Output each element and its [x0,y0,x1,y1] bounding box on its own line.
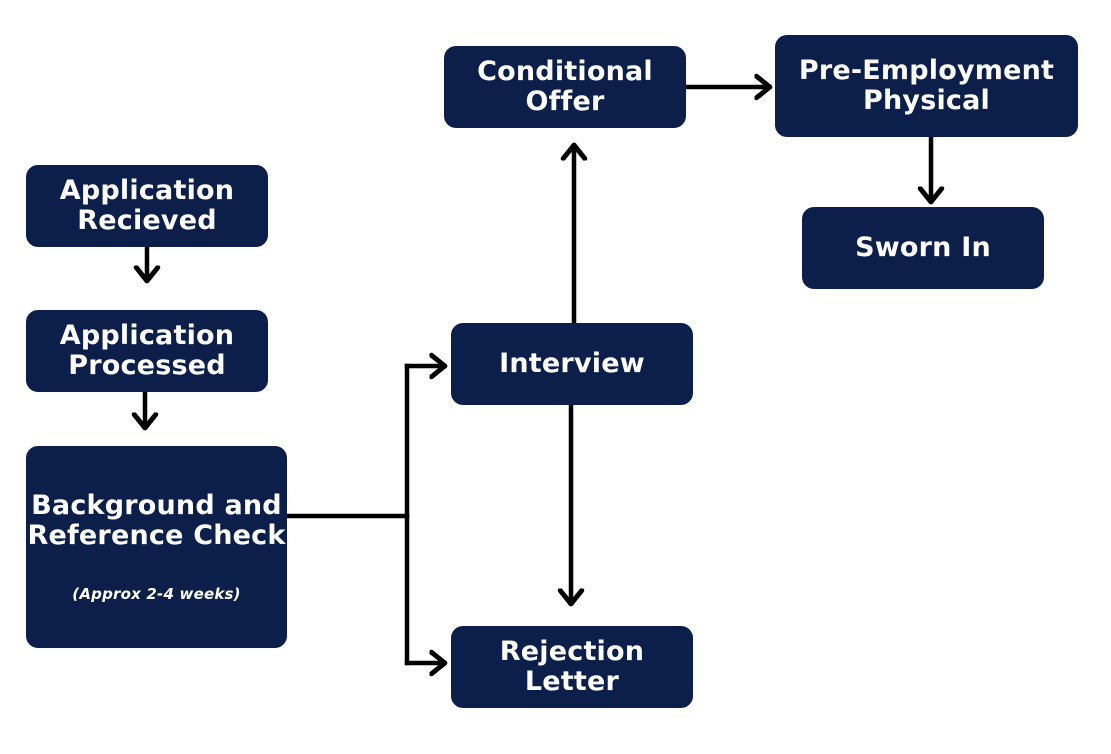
node-sworn-in: Sworn In [802,207,1044,289]
node-application-processed-label: Application Processed [59,320,235,381]
node-background-check-duration: (Approx 2-4 weeks) [72,585,241,604]
node-rejection-letter: Rejection Letter [451,626,693,708]
node-interview-label: Interview [499,348,645,380]
node-application-received: Application Recieved [26,165,268,247]
node-conditional-offer-label: Conditional Offer [477,56,653,117]
node-application-processed: Application Processed [26,310,268,392]
node-pre-employment-physical-label: Pre-Employment Physical [798,55,1055,116]
node-pre-employment-physical: Pre-Employment Physical [775,35,1078,137]
node-background-check-label: Background and Reference Check [27,490,286,551]
node-rejection-letter-label: Rejection Letter [499,636,645,697]
node-sworn-in-label: Sworn In [855,232,991,264]
node-application-received-label: Application Recieved [59,175,235,236]
node-conditional-offer: Conditional Offer [444,46,686,128]
node-interview: Interview [451,323,693,405]
node-background-check: Background and Reference Check (Approx 2… [26,446,287,648]
